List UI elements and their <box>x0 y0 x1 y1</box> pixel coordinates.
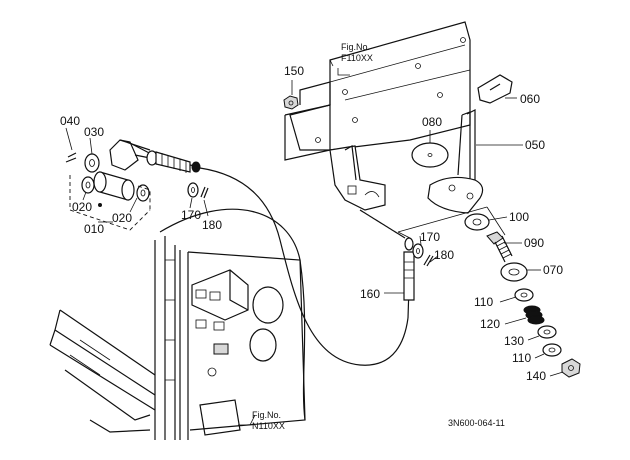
figref-bottom-line2: N110XX <box>252 421 285 431</box>
label-110-upper: 110 <box>474 295 493 309</box>
label-010: 010 <box>84 222 104 236</box>
washer-080 <box>411 130 449 168</box>
washer-110-lower <box>534 343 562 359</box>
washer-170-left <box>187 182 199 209</box>
label-140: 140 <box>526 369 546 383</box>
figref-bottom-line1: Fig.No. <box>252 410 281 420</box>
pin-180-right <box>423 254 439 267</box>
frame-assembly <box>49 208 306 440</box>
label-100: 100 <box>509 210 529 224</box>
bolt-090 <box>486 231 522 263</box>
washer-170-right <box>412 235 424 259</box>
label-090: 090 <box>524 236 544 250</box>
label-050: 050 <box>525 138 545 152</box>
collar-070 <box>500 262 541 282</box>
label-130: 130 <box>504 334 524 348</box>
nut-140 <box>549 358 581 378</box>
washer-130 <box>527 325 557 341</box>
lever-050 <box>427 74 523 214</box>
label-020-left: 020 <box>72 200 92 214</box>
drawing-number: 3N600-064-11 <box>448 418 505 428</box>
label-180-right: 180 <box>434 248 454 262</box>
mounting-bracket <box>284 21 471 211</box>
label-180-left: 180 <box>202 218 222 232</box>
label-160: 160 <box>360 287 380 301</box>
label-080: 080 <box>422 115 442 129</box>
pin-180-left <box>200 186 209 217</box>
label-060: 060 <box>520 92 540 106</box>
label-030: 030 <box>84 125 104 139</box>
label-150: 150 <box>284 64 304 78</box>
washer-100 <box>464 213 508 231</box>
label-040: 040 <box>60 114 80 128</box>
label-120: 120 <box>480 317 500 331</box>
label-020-right: 020 <box>112 211 132 225</box>
label-070: 070 <box>543 263 563 277</box>
figref-top-line2: F110XX <box>341 53 373 63</box>
label-170-right: 170 <box>420 230 440 244</box>
label-110-lower: 110 <box>512 351 531 365</box>
spring-120 <box>504 305 545 325</box>
linkage-assembly <box>65 127 201 231</box>
nut-150 <box>283 80 299 110</box>
washer-110-upper <box>499 288 534 303</box>
figref-top-line1: Fig.No. <box>341 42 370 52</box>
